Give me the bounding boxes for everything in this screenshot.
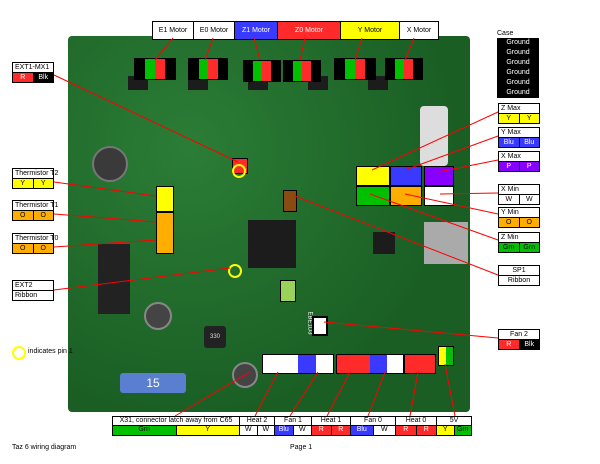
- capacitor: [144, 302, 172, 330]
- leader-line: [371, 111, 499, 171]
- leader-line: [326, 371, 351, 417]
- capacitor: [92, 146, 128, 182]
- leader-line: [53, 181, 157, 197]
- x-motor-label: X Motor: [400, 22, 438, 39]
- ground-item: Ground: [506, 59, 530, 66]
- case-ground-list: Ground Ground Ground Ground Ground Groun…: [497, 38, 539, 98]
- leader-line: [439, 192, 499, 195]
- leader-line: [294, 195, 499, 276]
- ground-item: Ground: [506, 49, 530, 56]
- thermistor-t0-t1-connector: [156, 212, 174, 254]
- x-motor-connector: [385, 58, 423, 80]
- leader-line: [299, 37, 306, 61]
- sp1-connector: [283, 190, 297, 212]
- z1-motor-connector: [243, 60, 281, 82]
- ext2-connector: [280, 280, 296, 302]
- pin1-legend-text: indicates pin 1: [28, 348, 73, 355]
- z-max-connector: [356, 166, 390, 186]
- leader-line: [404, 193, 499, 215]
- pin1-marker: [232, 164, 246, 178]
- y-motor-label: Y Motor: [341, 22, 400, 39]
- e1-motor-label: E1 Motor: [153, 22, 194, 39]
- leader-line: [323, 321, 499, 339]
- motor-label-bar: E1 Motor E0 Motor Z1 Motor Z0 Motor Y Mo…: [152, 21, 439, 40]
- ground-item: Ground: [506, 39, 530, 46]
- cap-label: 330: [204, 326, 226, 348]
- heat2-fan1-connector: [262, 354, 334, 374]
- leader-line: [409, 371, 419, 417]
- leader-line: [253, 37, 261, 61]
- leader-line: [204, 37, 214, 61]
- ext2-label: EXT2 Ribbon: [12, 280, 54, 301]
- x-max-connector: [424, 166, 454, 186]
- heat0-connector: [404, 354, 436, 374]
- leader-line: [369, 193, 499, 241]
- fuse: 15: [120, 373, 186, 393]
- leader-line: [289, 371, 319, 417]
- pin1-legend-icon: [12, 346, 26, 360]
- leader-line: [154, 37, 174, 61]
- leader-line: [404, 135, 499, 171]
- ground-item: Ground: [506, 89, 530, 96]
- ground-item: Ground: [506, 69, 530, 76]
- footer-title: Taz 6 wiring diagram: [12, 444, 77, 451]
- footer-page: Page 1: [290, 444, 313, 451]
- z0-motor-connector: [283, 60, 321, 82]
- leader-line: [53, 239, 157, 248]
- heat1-fan0-connector: [336, 354, 404, 374]
- pin1-marker: [228, 264, 242, 278]
- z1-motor-label: Z1 Motor: [235, 22, 278, 39]
- leader-line: [367, 371, 386, 417]
- 5v-connector: [438, 346, 454, 366]
- heatsink: [98, 244, 130, 314]
- leader-line: [254, 371, 279, 417]
- fan2-connector: [312, 316, 328, 336]
- leader-line: [53, 213, 157, 223]
- x-min-connector: [424, 186, 454, 206]
- e0-motor-label: E0 Motor: [194, 22, 235, 39]
- e1-motor-connector: [134, 58, 176, 80]
- y-max-connector: [390, 166, 422, 186]
- leader-line: [174, 371, 251, 417]
- leader-line: [444, 363, 456, 417]
- e0-motor-connector: [188, 58, 228, 80]
- leader-line: [354, 37, 363, 61]
- leader-line: [404, 37, 415, 61]
- z0-motor-label: Z0 Motor: [278, 22, 341, 39]
- thermistor-t2-connector: [156, 186, 174, 212]
- usb-connector: [424, 222, 468, 264]
- leader-line: [53, 74, 239, 163]
- z-min-connector: [356, 186, 390, 206]
- leader-line: [437, 159, 499, 173]
- circuit-board: 330 15 EBE1D3: [68, 36, 470, 412]
- sp1-label: SP1 Ribbon: [498, 265, 540, 286]
- ground-item: Ground: [506, 79, 530, 86]
- mcu-chip: [248, 220, 296, 268]
- case-title: Case: [497, 30, 514, 37]
- secondary-chip: [373, 232, 395, 254]
- leader-line: [53, 267, 231, 291]
